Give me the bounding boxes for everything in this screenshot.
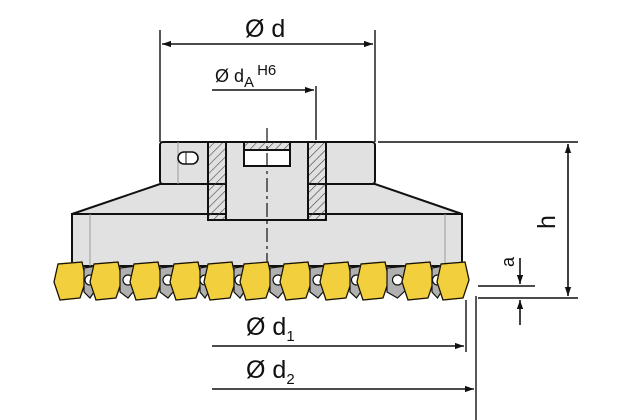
dim-a: a	[478, 256, 535, 325]
dim-dA: Ø dAH6	[212, 62, 317, 140]
label-h: h	[533, 215, 561, 229]
label-dia-d1: Ø d1	[246, 313, 295, 345]
cutting-insert-icon	[436, 261, 470, 301]
label-a: a	[498, 256, 518, 267]
bore-section	[207, 141, 327, 221]
dim-h: h	[378, 141, 578, 299]
dim-d1: Ø d1	[212, 300, 467, 352]
keyway-slot-icon	[177, 151, 199, 165]
dim-d2: Ø d2	[212, 296, 477, 420]
label-dia-dA: Ø dAH6	[215, 62, 276, 91]
label-dia-d2: Ø d2	[246, 356, 295, 388]
dim-d: Ø d	[159, 15, 376, 142]
label-dia-d: Ø d	[245, 15, 285, 43]
insert-row	[53, 261, 470, 301]
